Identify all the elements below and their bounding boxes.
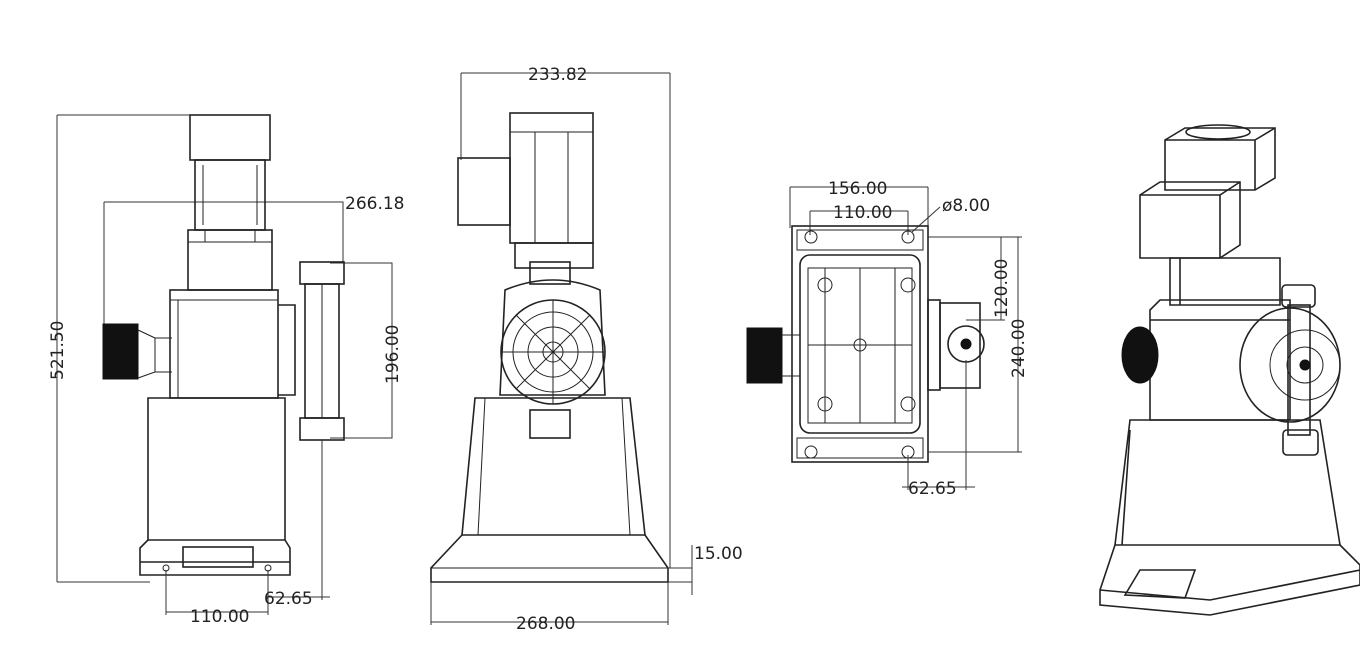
dim-bolt-depth: 120.00 — [992, 259, 1012, 318]
knob-icon — [1121, 326, 1159, 384]
top-view: 156.00 110.00 ø8.00 120.00 240.00 62.65 — [746, 179, 1029, 499]
dim-base-width: 268.00 — [516, 614, 575, 634]
dim-depth: 240.00 — [1009, 319, 1029, 378]
dim-hole-diameter: ø8.00 — [942, 196, 990, 216]
dim-height: 521.50 — [48, 321, 68, 380]
dim-head-height: 196.00 — [383, 325, 403, 384]
dim-base-width: 110.00 — [190, 607, 249, 627]
dim-head-offset: 62.65 — [264, 589, 313, 609]
front-view: 233.82 15.00 268.00 — [430, 65, 743, 634]
dim-width: 156.00 — [828, 179, 887, 199]
knob-icon — [746, 327, 783, 384]
isometric-view — [1099, 124, 1360, 616]
knob-icon — [102, 323, 139, 380]
dim-bolt-spacing: 110.00 — [833, 203, 892, 223]
dim-head-offset: 62.65 — [908, 479, 957, 499]
dim-width: 233.82 — [528, 65, 587, 85]
dim-offset: 266.18 — [345, 194, 404, 214]
dim-base-thickness: 15.00 — [694, 544, 743, 564]
side-view: 521.50 266.18 196.00 110.00 62.65 — [48, 114, 404, 627]
